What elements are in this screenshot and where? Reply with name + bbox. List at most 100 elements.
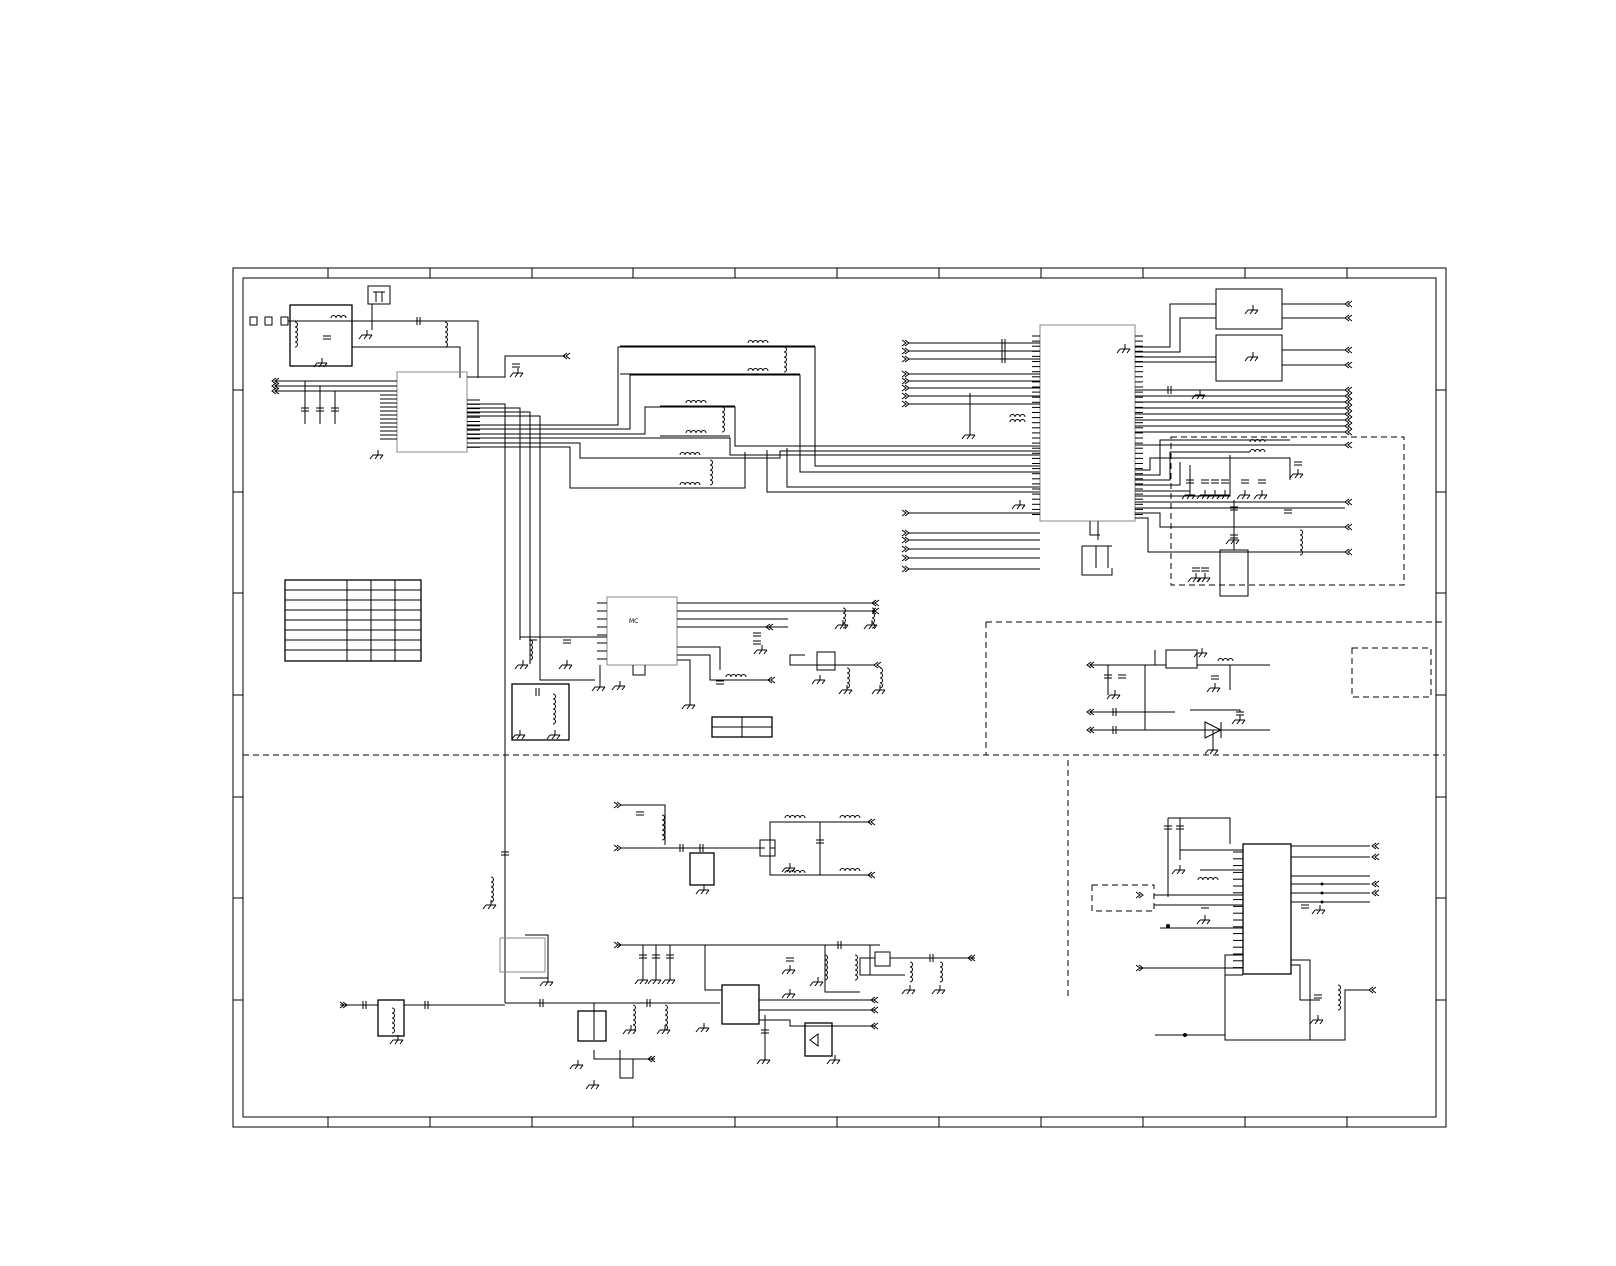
rf-ic[interactable] — [606, 596, 678, 666]
filter-lower[interactable] — [1215, 334, 1283, 382]
ground-hatch — [906, 989, 911, 995]
ground-hatch — [1244, 309, 1249, 315]
offpage-connector-icon — [901, 509, 910, 517]
ground-symbol-icon — [1116, 344, 1131, 354]
capacitor-icon — [424, 1001, 429, 1009]
offpage-connector-icon — [647, 1055, 656, 1063]
offpage-connector-icon — [901, 400, 910, 408]
ground-hatch — [1106, 694, 1111, 700]
signal-bus-top — [467, 345, 1040, 1003]
main-ic-block — [908, 324, 1143, 576]
ground-hatch — [1241, 494, 1246, 500]
audio-codec-ic[interactable] — [1242, 843, 1292, 975]
ground-hatch — [781, 969, 786, 975]
offpage-connector-icon — [613, 941, 622, 949]
saw-duplexer[interactable] — [499, 937, 546, 973]
rf-switch[interactable] — [804, 1022, 833, 1057]
offpage-connector-icon — [1135, 964, 1144, 972]
ground-symbol-icon — [838, 685, 853, 695]
inductor-coil-icon — [909, 961, 913, 983]
offpage-connector-icon — [901, 554, 910, 562]
inductor-coil-icon — [784, 815, 806, 819]
inductor-coil-icon — [679, 482, 701, 486]
ground-symbol-icon — [1236, 490, 1251, 500]
capacitor-icon — [1211, 675, 1219, 680]
ground-hatch — [1254, 356, 1259, 362]
ground-hatch — [1241, 719, 1246, 725]
ground-hatch — [843, 689, 848, 695]
ground-hatch — [941, 989, 946, 995]
inductor-coil-icon — [846, 667, 850, 689]
main-ic-left-nets — [908, 342, 1040, 570]
inductor-coil-icon — [529, 639, 533, 661]
ground-hatch — [1121, 348, 1126, 354]
ground-symbol-icon — [389, 1035, 404, 1045]
low-noise-amp[interactable] — [577, 1010, 607, 1042]
ground-symbol-icon — [834, 620, 849, 630]
ground-hatch — [514, 664, 519, 670]
mixer-ic[interactable] — [396, 371, 468, 453]
ground-hatch — [700, 1027, 705, 1033]
power-amplifier-ic[interactable] — [721, 984, 760, 1025]
ground-symbol-icon — [1289, 469, 1304, 479]
capacitor-icon — [652, 954, 660, 959]
ground-hatch — [596, 686, 601, 692]
ground-hatch — [544, 981, 549, 987]
voltage-regulator[interactable] — [1165, 649, 1198, 669]
switch-ic[interactable] — [367, 285, 391, 305]
capacitor-icon — [816, 839, 824, 844]
offpage-connector-icon — [613, 844, 622, 852]
balun[interactable] — [377, 999, 405, 1037]
ground-hatch — [524, 664, 529, 670]
ground-symbol-icon — [753, 645, 768, 655]
capacitor-icon — [1211, 479, 1219, 484]
grid-zone-ticks — [233, 268, 1446, 1127]
offpage-connector-icon — [870, 1022, 879, 1030]
ground-hatch — [595, 1084, 600, 1090]
ground-hatch — [1192, 577, 1197, 583]
regulator-block — [1090, 649, 1270, 745]
ground-hatch — [936, 989, 941, 995]
main-baseband-ic[interactable] — [1039, 324, 1136, 522]
capacitor-icon — [1301, 904, 1309, 909]
ground-hatch — [863, 624, 868, 630]
ground-hatch — [786, 993, 791, 999]
capacitor-icon — [1164, 825, 1172, 830]
ground-hatch — [656, 1029, 661, 1035]
ground-hatch — [1206, 494, 1211, 500]
ground-hatch — [1214, 749, 1219, 755]
antenna-pad-1 — [249, 316, 258, 326]
ground-hatch — [838, 689, 843, 695]
ground-hatch — [1236, 494, 1241, 500]
capacitor-icon — [323, 335, 331, 340]
inductor-coil-icon — [709, 459, 713, 486]
ground-symbol-icon — [1216, 490, 1231, 500]
offpage-connector-icon — [1344, 428, 1353, 436]
inductor-coil-icon — [879, 667, 883, 689]
filter-lower-small[interactable] — [874, 951, 891, 967]
vco-module[interactable] — [1219, 549, 1249, 597]
lna-match-box[interactable] — [511, 683, 570, 741]
ground-hatch — [826, 1059, 831, 1065]
ground-symbol-icon — [695, 885, 710, 895]
ground-symbol-icon — [546, 730, 561, 740]
ground-hatch — [558, 664, 563, 670]
offpage-connector-icon — [339, 1001, 348, 1009]
offpage-connector-icon — [901, 536, 910, 544]
ground-hatch — [873, 624, 878, 630]
offpage-connector-icon — [1344, 300, 1353, 308]
main-ic-right-pins — [1135, 335, 1143, 515]
ground-symbol-icon — [569, 1060, 584, 1070]
inductor-coil-icon — [839, 815, 861, 819]
oscillator-can[interactable] — [816, 651, 836, 671]
capacitor-icon — [753, 640, 761, 645]
ground-hatch — [1244, 356, 1249, 362]
ground-hatch — [844, 624, 849, 630]
balun-mid[interactable] — [689, 852, 715, 886]
filter-upper[interactable] — [1215, 288, 1283, 330]
ground-hatch — [1116, 348, 1121, 354]
inductor-coil-icon — [330, 315, 347, 319]
ground-hatch — [1211, 494, 1216, 500]
ground-symbol-icon — [1309, 1015, 1324, 1025]
